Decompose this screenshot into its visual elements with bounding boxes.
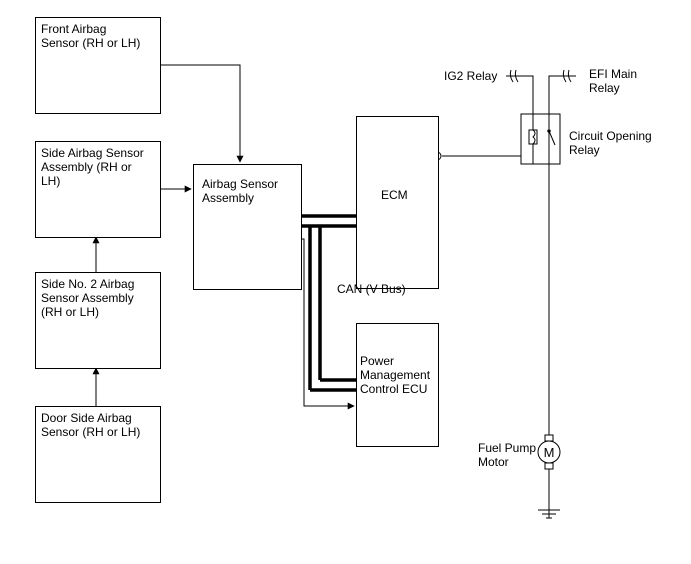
side-no2-airbag-sensor-label: Side No. 2 Airbag Sensor Assembly (RH or… — [41, 277, 135, 319]
ig2-relay-label: IG2 Relay — [444, 69, 498, 83]
side-airbag-sensor-box — [35, 141, 161, 238]
airbag-sensor-assembly-box — [193, 164, 302, 290]
fuel-pump-motor-label: Fuel Pump Motor — [478, 441, 537, 469]
ecm-label: ECM — [381, 188, 408, 202]
can-bus — [301, 214, 357, 392]
side-no2-airbag-sensor-box — [35, 272, 161, 369]
wire-efi — [548, 75, 576, 518]
motor-m-label: M — [544, 445, 555, 460]
front-airbag-sensor-box — [35, 17, 161, 114]
relay-coil-icon — [528, 129, 538, 145]
efi-main-relay-label: EFI Main Relay — [589, 67, 638, 95]
side-airbag-sensor-label: Side Airbag Sensor Assembly (RH or LH) — [41, 146, 144, 188]
circuit-opening-relay-box — [520, 113, 561, 165]
circuit-opening-relay-label: Circuit Opening Relay — [569, 129, 652, 157]
power-management-ecu-box — [356, 323, 439, 447]
efi-break-icon — [562, 69, 572, 83]
can-bus-label: CAN (V Bus) — [337, 282, 406, 296]
airbag-sensor-assembly-label: Airbag Sensor Assembly — [202, 177, 279, 205]
front-airbag-sensor-label: Front Airbag Sensor (RH or LH) — [41, 22, 141, 50]
wire-airbag-to-power-ecu — [301, 238, 355, 410]
power-management-ecu-label: Power Management Control ECU — [360, 354, 431, 396]
relay-switch-icon — [547, 129, 556, 146]
door-side-airbag-sensor-label: Door Side Airbag Sensor (RH or LH) — [41, 411, 141, 439]
wire-front-sensor-to-airbag-assembly — [160, 64, 244, 163]
ground-icon — [538, 509, 560, 519]
door-side-airbag-sensor-box — [35, 406, 161, 503]
ig2-break-icon — [509, 69, 519, 83]
ecm-box — [356, 116, 439, 289]
